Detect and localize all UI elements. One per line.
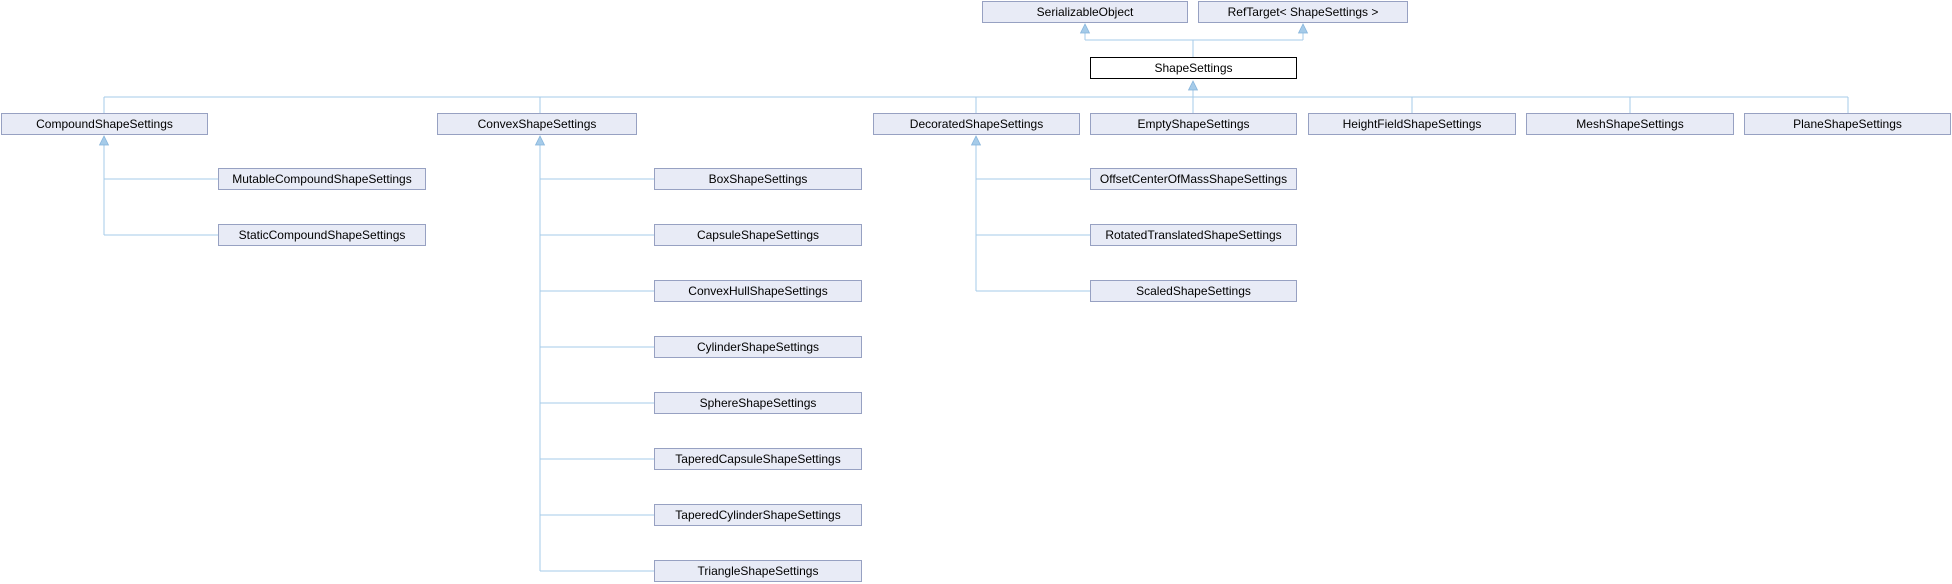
node-serializable-object[interactable]: SerializableObject — [982, 1, 1188, 23]
node-height-field-shape-settings[interactable]: HeightFieldShapeSettings — [1308, 113, 1516, 135]
node-scaled-shape-settings[interactable]: ScaledShapeSettings — [1090, 280, 1297, 302]
arrow-up-icon — [98, 135, 110, 146]
node-box-shape-settings[interactable]: BoxShapeSettings — [654, 168, 862, 190]
arrow-up-icon — [1187, 80, 1199, 91]
node-compound-shape-settings[interactable]: CompoundShapeSettings — [1, 113, 208, 135]
inheritance-edge — [103, 145, 218, 236]
arrow-up-icon — [1297, 23, 1309, 34]
node-decorated-shape-settings[interactable]: DecoratedShapeSettings — [873, 113, 1080, 135]
node-shape-settings: ShapeSettings — [1090, 57, 1297, 79]
node-ref-target-shape-settings[interactable]: RefTarget< ShapeSettings > — [1198, 1, 1408, 23]
node-capsule-shape-settings[interactable]: CapsuleShapeSettings — [654, 224, 862, 246]
arrow-up-icon — [970, 135, 982, 146]
node-tapered-capsule-shape-settings[interactable]: TaperedCapsuleShapeSettings — [654, 448, 862, 470]
node-cylinder-shape-settings[interactable]: CylinderShapeSettings — [654, 336, 862, 358]
node-plane-shape-settings[interactable]: PlaneShapeSettings — [1744, 113, 1951, 135]
arrow-up-icon — [1079, 23, 1091, 34]
node-rotated-translated-shape-settings[interactable]: RotatedTranslatedShapeSettings — [1090, 224, 1297, 246]
node-tapered-cylinder-shape-settings[interactable]: TaperedCylinderShapeSettings — [654, 504, 862, 526]
node-offset-center-of-mass-shape-settings[interactable]: OffsetCenterOfMassShapeSettings — [1090, 168, 1297, 190]
node-convex-shape-settings[interactable]: ConvexShapeSettings — [437, 113, 637, 135]
inheritance-edge — [975, 145, 1090, 292]
node-empty-shape-settings[interactable]: EmptyShapeSettings — [1090, 113, 1297, 135]
inheritance-edge — [539, 145, 654, 572]
node-mesh-shape-settings[interactable]: MeshShapeSettings — [1526, 113, 1734, 135]
node-mutable-compound-shape-settings[interactable]: MutableCompoundShapeSettings — [218, 168, 426, 190]
node-sphere-shape-settings[interactable]: SphereShapeSettings — [654, 392, 862, 414]
node-triangle-shape-settings[interactable]: TriangleShapeSettings — [654, 560, 862, 582]
inheritance-edge — [1084, 32, 1304, 57]
node-convex-hull-shape-settings[interactable]: ConvexHullShapeSettings — [654, 280, 862, 302]
arrow-up-icon — [534, 135, 546, 146]
node-static-compound-shape-settings[interactable]: StaticCompoundShapeSettings — [218, 224, 426, 246]
inheritance-edge — [103, 90, 1849, 113]
